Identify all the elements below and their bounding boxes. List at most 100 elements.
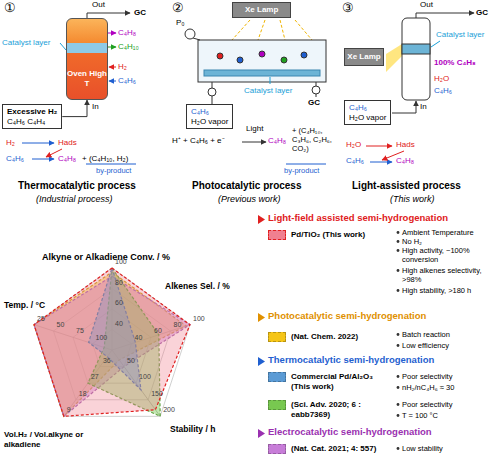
text-label: High alkenes selectivity, >98%	[402, 266, 496, 284]
node-text: H₂O vapor	[191, 117, 228, 127]
legend-item: (Nat. Chem. 2022)	[268, 332, 394, 342]
tick-label: 50	[127, 357, 135, 365]
legend-markers-part-part	[397, 231, 400, 234]
text-label: GC	[134, 8, 146, 18]
tick-label: 75	[76, 327, 84, 335]
text-label: H₂	[6, 138, 15, 148]
text-label: Light-field assisted semi-hydrogenation	[268, 212, 448, 223]
text-label: No H₂	[402, 237, 496, 246]
photo-panel-part	[242, 142, 266, 143]
text-label: Poor selectivity	[402, 372, 496, 381]
tick-label: 100	[96, 334, 108, 342]
text-label: C₄H₆	[118, 76, 136, 86]
text-label: H⁺ + C₄H₆ + e⁻	[172, 136, 225, 146]
thermo-panel-part	[108, 33, 116, 34]
text-label: Photocatalytic process	[192, 180, 301, 192]
photo-panel-part	[208, 88, 216, 96]
legend-item: (Sci. Adv. 2020; 6 : eabb7369)	[268, 400, 394, 419]
text-label: + (C₄H₁₀, C₃H₆, C₂H₆, CO₂)	[292, 126, 338, 153]
legend-markers-part-part	[397, 344, 400, 347]
reactor-oven: Oven High T	[66, 18, 108, 100]
photo-panel-part	[232, 20, 250, 40]
tick-label: 100	[193, 315, 205, 323]
photo-panel-part	[301, 52, 307, 58]
feed-box: Excessive H₂C₄H₆ C₄H₄	[2, 104, 62, 129]
text-label: GC	[476, 8, 488, 18]
photo-panel-part	[286, 164, 326, 165]
light-panel-part	[386, 44, 402, 72]
text-label: High activity, ~100% conversion	[402, 246, 496, 264]
legend-markers-part-part	[397, 269, 400, 272]
legend-swatch	[268, 400, 286, 410]
photo-panel-part	[295, 20, 312, 40]
photo-panel-part	[198, 40, 326, 82]
text-label: H₂O	[346, 140, 361, 150]
text-label: C₄H₈	[268, 136, 286, 146]
photo-panel-part	[280, 20, 285, 40]
text-label: C₄H₈	[118, 28, 136, 38]
text-label: + (C₄H₁₀, H₂)	[82, 154, 128, 164]
legend-swatch	[268, 444, 286, 454]
text-label: H₂	[118, 62, 127, 72]
tick-label: 50	[57, 321, 65, 329]
text-label: ②	[172, 0, 184, 16]
text-label: Light-assisted process	[352, 180, 461, 192]
tick-label: 27	[91, 373, 99, 381]
tick-label: 200	[163, 406, 175, 414]
legend-markers-part	[258, 429, 265, 438]
legend-markers-part-part	[397, 447, 400, 450]
photo-panel-part	[281, 57, 287, 63]
legend-markers-part-part	[397, 333, 400, 336]
text-label: by-product	[96, 166, 131, 175]
photo-panel-part	[212, 82, 316, 104]
thermo-panel-part	[86, 164, 136, 165]
legend-text: Pd/TiO₂ (This work)	[291, 230, 365, 240]
text-label: Low stability	[402, 444, 496, 453]
legend-markers-part	[258, 357, 265, 366]
legend-swatch	[268, 372, 286, 382]
photo-panel-part	[258, 20, 265, 40]
tick-label: 40	[134, 334, 142, 342]
legend-markers	[258, 215, 399, 450]
tick-label: 100	[139, 373, 151, 381]
photo-panel-part	[193, 38, 200, 40]
legend-markers-part-part	[397, 249, 400, 252]
photo-panel-part	[259, 51, 265, 57]
photo-panel-part	[185, 29, 195, 39]
legend-markers-part	[397, 231, 400, 450]
thermo-panel-part	[109, 67, 116, 68]
node-text: Xe Lamp	[347, 52, 381, 62]
legend-markers-part-part	[397, 375, 400, 378]
text-label: C₄H₆	[6, 154, 24, 164]
legend-text: (Sci. Adv. 2020; 6 : eabb7369)	[291, 400, 394, 419]
text-label: Thermocatalytic process	[18, 180, 136, 192]
tick-label: 9	[67, 406, 71, 414]
axis-label: Vol.H₂ / Vol.alkyne or alkadiene	[4, 430, 104, 449]
text-label: GC	[308, 98, 320, 108]
text-label: (Industrial process)	[36, 194, 113, 205]
text-label: C₄H₁₀	[118, 42, 139, 52]
text-label: In	[92, 102, 99, 112]
tick-label: 60	[115, 299, 123, 307]
text-label: In	[420, 102, 427, 112]
text-label: H₂O	[434, 74, 449, 84]
photo-panel-part	[204, 70, 320, 76]
text-label: Hads	[58, 138, 77, 148]
light-panel-part	[402, 44, 430, 54]
legend-markers-part-part	[397, 386, 400, 389]
photo-panel-part	[217, 53, 223, 59]
thermo-panel-part	[108, 47, 116, 48]
node-text: C₄H₆	[349, 103, 386, 113]
text-label: High stability, >180 h	[402, 286, 496, 295]
text-label: P₀	[176, 18, 185, 28]
tick-label: 25	[37, 315, 45, 323]
legend-swatch	[268, 230, 286, 240]
tick-label: 36	[103, 357, 111, 365]
node-text: C₄H₆ C₄H₄	[7, 117, 57, 127]
node-text: Oven High T	[67, 69, 107, 88]
thermo-panel-part	[32, 159, 54, 160]
text-label: Low efficiency	[402, 341, 496, 350]
text-label: ①	[4, 0, 16, 16]
light-panel-part	[431, 41, 440, 47]
